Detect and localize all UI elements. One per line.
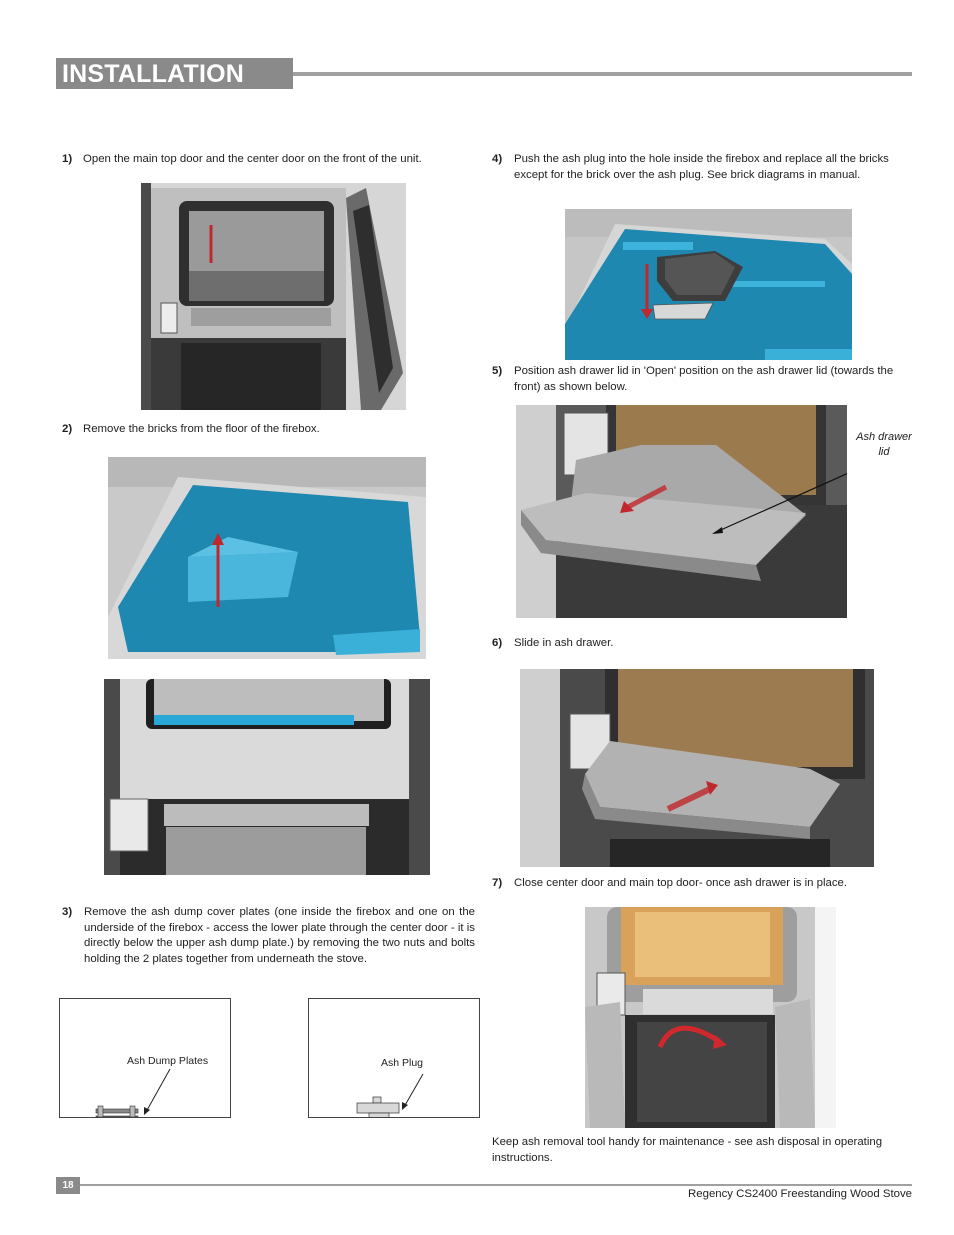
ash-plug-insert-illustration bbox=[565, 209, 852, 360]
footer-divider bbox=[80, 1184, 912, 1186]
step-number: 7) bbox=[492, 877, 503, 889]
step-1: 1) Open the main top door and the center… bbox=[62, 152, 472, 168]
step-text: Slide in ash drawer. bbox=[514, 637, 614, 649]
step-number: 3) bbox=[62, 906, 73, 918]
step-number: 6) bbox=[492, 637, 503, 649]
step-2: 2) Remove the bricks from the floor of t… bbox=[62, 422, 472, 438]
step-6: 6) Slide in ash drawer. bbox=[492, 636, 906, 652]
step-text: Remove the bricks from the floor of the … bbox=[83, 423, 320, 435]
step-text: Close center door and main top door- onc… bbox=[514, 877, 848, 889]
step-3: 3) Remove the ash dump cover plates (one… bbox=[62, 905, 475, 967]
ash-dump-plates-diagram: Ash Dump Plates bbox=[59, 998, 231, 1118]
page-number: 18 bbox=[56, 1177, 80, 1194]
step-text: Push the ash plug into the hole inside t… bbox=[514, 153, 889, 181]
page-title: INSTALLATION bbox=[62, 60, 245, 88]
close-doors-illustration bbox=[565, 907, 836, 1128]
step-4: 4) Push the ash plug into the hole insid… bbox=[492, 152, 906, 183]
header-divider bbox=[293, 72, 912, 76]
ash-dump-plates-label: Ash Dump Plates bbox=[127, 1055, 209, 1067]
step-number: 5) bbox=[492, 365, 503, 377]
ash-plug-label: Ash Plug bbox=[381, 1057, 424, 1069]
step-7: 7) Close center door and main top door- … bbox=[492, 876, 906, 892]
stove-front-ash-area-illustration bbox=[104, 679, 430, 875]
step-number: 4) bbox=[492, 153, 503, 165]
firebox-floor-bricks-illustration bbox=[108, 457, 426, 659]
section-header-tab bbox=[56, 58, 293, 89]
step-text: Remove the ash dump cover plates (one in… bbox=[84, 906, 475, 965]
step-5: 5) Position ash drawer lid in 'Open' pos… bbox=[492, 364, 906, 395]
callout-line-2: lid bbox=[878, 446, 890, 458]
ash-plug-diagram: Ash Plug bbox=[308, 998, 480, 1118]
stove-doors-open-illustration bbox=[141, 183, 406, 410]
callout-line-1: Ash drawer bbox=[856, 431, 912, 443]
slide-ash-drawer-illustration bbox=[520, 669, 874, 867]
step-number: 1) bbox=[62, 153, 73, 165]
step-text: Open the main top door and the center do… bbox=[83, 153, 422, 165]
step-number: 2) bbox=[62, 423, 73, 435]
footer-product-name: Regency CS2400 Freestanding Wood Stove bbox=[688, 1188, 912, 1200]
ash-removal-note: Keep ash removal tool handy for maintena… bbox=[492, 1136, 883, 1164]
ash-drawer-lid-callout: Ash drawer lid bbox=[848, 430, 920, 460]
ash-drawer-lid-illustration bbox=[516, 405, 847, 618]
step-text: Position ash drawer lid in 'Open' positi… bbox=[514, 365, 894, 393]
